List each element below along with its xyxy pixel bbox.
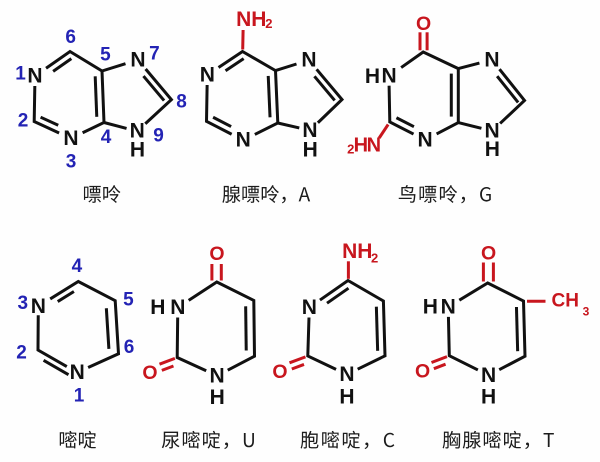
svg-text:N: N [170, 296, 185, 319]
svg-text:H: H [339, 386, 354, 409]
svg-text:1: 1 [15, 64, 26, 85]
svg-text:O: O [272, 361, 287, 383]
svg-text:O: O [209, 243, 224, 265]
svg-text:H: H [130, 138, 145, 161]
svg-text:NH: NH [236, 8, 266, 31]
svg-text:N: N [302, 296, 317, 319]
svg-text:6: 6 [124, 337, 135, 358]
svg-text:N: N [484, 48, 499, 71]
svg-text:N: N [63, 127, 78, 150]
svg-text:O: O [415, 361, 430, 383]
svg-text:N: N [210, 364, 225, 387]
svg-text:H: H [210, 386, 225, 409]
svg-text:3: 3 [66, 151, 77, 172]
svg-text:N: N [130, 120, 145, 143]
svg-text:3: 3 [18, 293, 29, 314]
svg-text:N: N [481, 364, 496, 387]
svg-text:N: N [339, 363, 354, 386]
svg-text:2: 2 [16, 342, 27, 363]
svg-text:N: N [367, 134, 381, 156]
svg-text:N: N [485, 120, 500, 143]
svg-text:2: 2 [265, 16, 272, 31]
svg-text:N: N [200, 64, 215, 87]
svg-text:O: O [142, 362, 157, 384]
svg-text:N: N [301, 49, 316, 72]
svg-text:5: 5 [100, 45, 111, 66]
svg-text:O: O [416, 13, 431, 35]
svg-text:N: N [441, 295, 456, 318]
svg-text:N: N [302, 119, 317, 142]
svg-text:H: H [423, 296, 438, 319]
svg-text:7: 7 [149, 43, 160, 64]
svg-text:4: 4 [72, 256, 83, 277]
svg-text:4: 4 [101, 127, 112, 148]
svg-text:6: 6 [65, 27, 76, 48]
svg-text:2: 2 [18, 111, 29, 132]
svg-text:N: N [70, 361, 85, 384]
svg-text:N: N [418, 129, 433, 152]
svg-text:5: 5 [123, 290, 134, 311]
svg-text:2: 2 [371, 251, 378, 266]
svg-text:8: 8 [176, 92, 187, 113]
svg-text:H: H [481, 386, 496, 409]
svg-text:O: O [481, 243, 496, 265]
svg-text:3: 3 [583, 305, 590, 319]
svg-text:N: N [382, 65, 397, 88]
svg-text:H: H [150, 296, 165, 319]
svg-text:9: 9 [153, 126, 164, 147]
svg-text:H: H [365, 65, 380, 88]
svg-text:H: H [303, 138, 318, 161]
svg-text:NH: NH [342, 240, 372, 263]
svg-text:N: N [31, 295, 46, 318]
svg-text:N: N [27, 65, 42, 88]
svg-text:H: H [485, 138, 500, 161]
svg-text:N: N [130, 48, 145, 71]
svg-text:1: 1 [74, 386, 85, 407]
svg-text:2: 2 [347, 141, 354, 156]
svg-text:H: H [354, 134, 368, 156]
svg-text:CH: CH [551, 291, 578, 312]
svg-text:N: N [236, 129, 251, 152]
